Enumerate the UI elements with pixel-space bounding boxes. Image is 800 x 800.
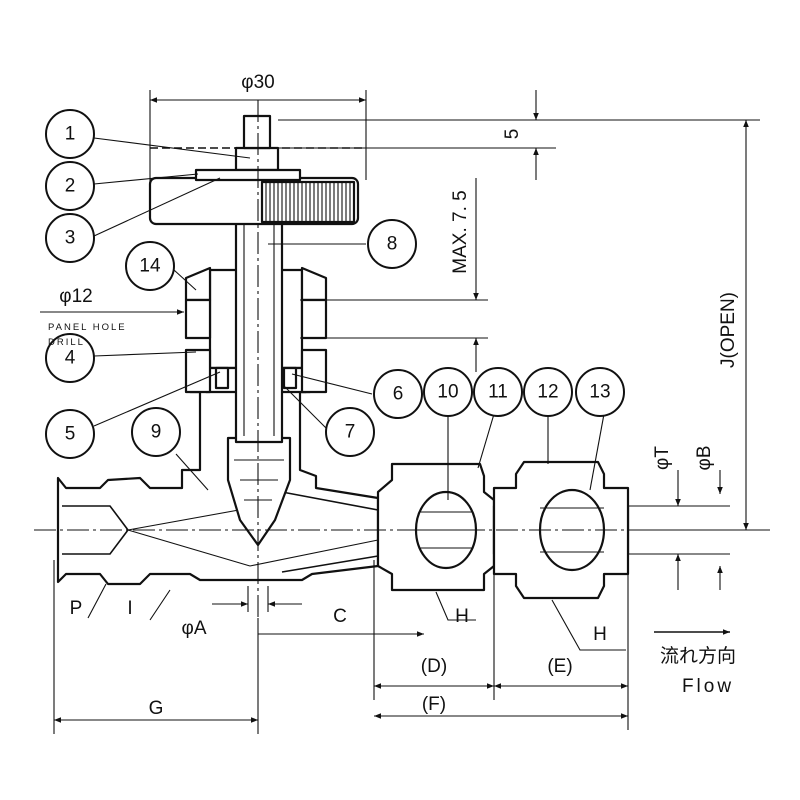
balloon-6: 6 xyxy=(373,369,423,419)
balloon-2: 2 xyxy=(45,161,95,211)
dim-five: 5 xyxy=(502,129,523,140)
svg-text:13: 13 xyxy=(589,382,610,403)
svg-text:12: 12 xyxy=(537,382,558,403)
dim-f: (F) xyxy=(422,694,446,715)
inlet-body xyxy=(56,376,380,586)
inlet-taper xyxy=(127,507,379,567)
panel-drill-label: DRILL xyxy=(48,337,85,348)
dim-max75: MAX. 7. 5 xyxy=(450,190,471,273)
top-screw xyxy=(234,146,280,172)
dim-phi30: φ30 xyxy=(241,72,274,93)
dim-phi-b: φB xyxy=(694,446,715,471)
panel-hole-label: PANEL HOLE xyxy=(48,322,127,333)
dim-phi-a: φA xyxy=(182,618,207,639)
svg-text:4: 4 xyxy=(65,348,76,369)
balloon-5: 5 xyxy=(45,409,95,459)
stem xyxy=(234,194,284,444)
dim-j-open: J(OPEN) xyxy=(718,292,739,368)
svg-text:11: 11 xyxy=(488,382,508,403)
balloon-3: 3 xyxy=(45,213,95,263)
svg-text:7: 7 xyxy=(345,422,356,443)
packing-ring-right xyxy=(282,366,298,390)
dimension-lines xyxy=(40,90,760,734)
svg-text:1: 1 xyxy=(65,124,76,145)
balloon-9: 9 xyxy=(131,407,181,457)
outlet-passage xyxy=(281,491,379,573)
lock-nut xyxy=(184,348,328,394)
washer xyxy=(194,168,302,182)
svg-text:10: 10 xyxy=(437,382,458,403)
dim-c: C xyxy=(333,606,347,627)
balloon-11: 11 xyxy=(473,367,523,417)
top-screw-head xyxy=(242,114,272,150)
svg-text:5: 5 xyxy=(65,424,76,445)
svg-text:14: 14 xyxy=(139,256,161,277)
balloon-14: 14 xyxy=(125,241,175,291)
dim-phi12: φ12 xyxy=(59,286,92,307)
handle-knurl xyxy=(260,180,356,224)
svg-text:8: 8 xyxy=(387,234,398,255)
ferrule-rear-lines xyxy=(540,507,604,553)
flow-label-en: Flow xyxy=(682,676,734,697)
balloon-7: 7 xyxy=(325,407,375,457)
balloon-1: 1 xyxy=(45,109,95,159)
dim-g: G xyxy=(149,698,164,719)
stem-inner xyxy=(243,208,275,436)
dim-d: (D) xyxy=(421,656,447,677)
needle-tip xyxy=(226,436,292,547)
svg-text:9: 9 xyxy=(151,422,162,443)
packing-ring-left xyxy=(214,366,230,390)
valve-body-group xyxy=(56,114,630,600)
dim-phi-t: φT xyxy=(652,446,673,470)
balloon-8: 8 xyxy=(367,219,417,269)
dim-h-left: H xyxy=(455,606,469,627)
svg-text:6: 6 xyxy=(393,384,404,405)
dim-h-right: H xyxy=(593,624,607,645)
dim-e: (E) xyxy=(547,656,572,677)
balloon-10: 10 xyxy=(423,367,473,417)
balloon-leaders xyxy=(93,137,605,500)
balloon-13: 13 xyxy=(575,367,625,417)
svg-text:2: 2 xyxy=(65,176,76,197)
balloon-12: 12 xyxy=(523,367,573,417)
dim-i: I xyxy=(127,598,132,619)
balloon-4: 4 xyxy=(45,333,95,383)
dim-p: P xyxy=(70,598,83,619)
svg-text:3: 3 xyxy=(65,228,76,249)
flow-label-ja: 流れ方向 xyxy=(660,645,736,667)
